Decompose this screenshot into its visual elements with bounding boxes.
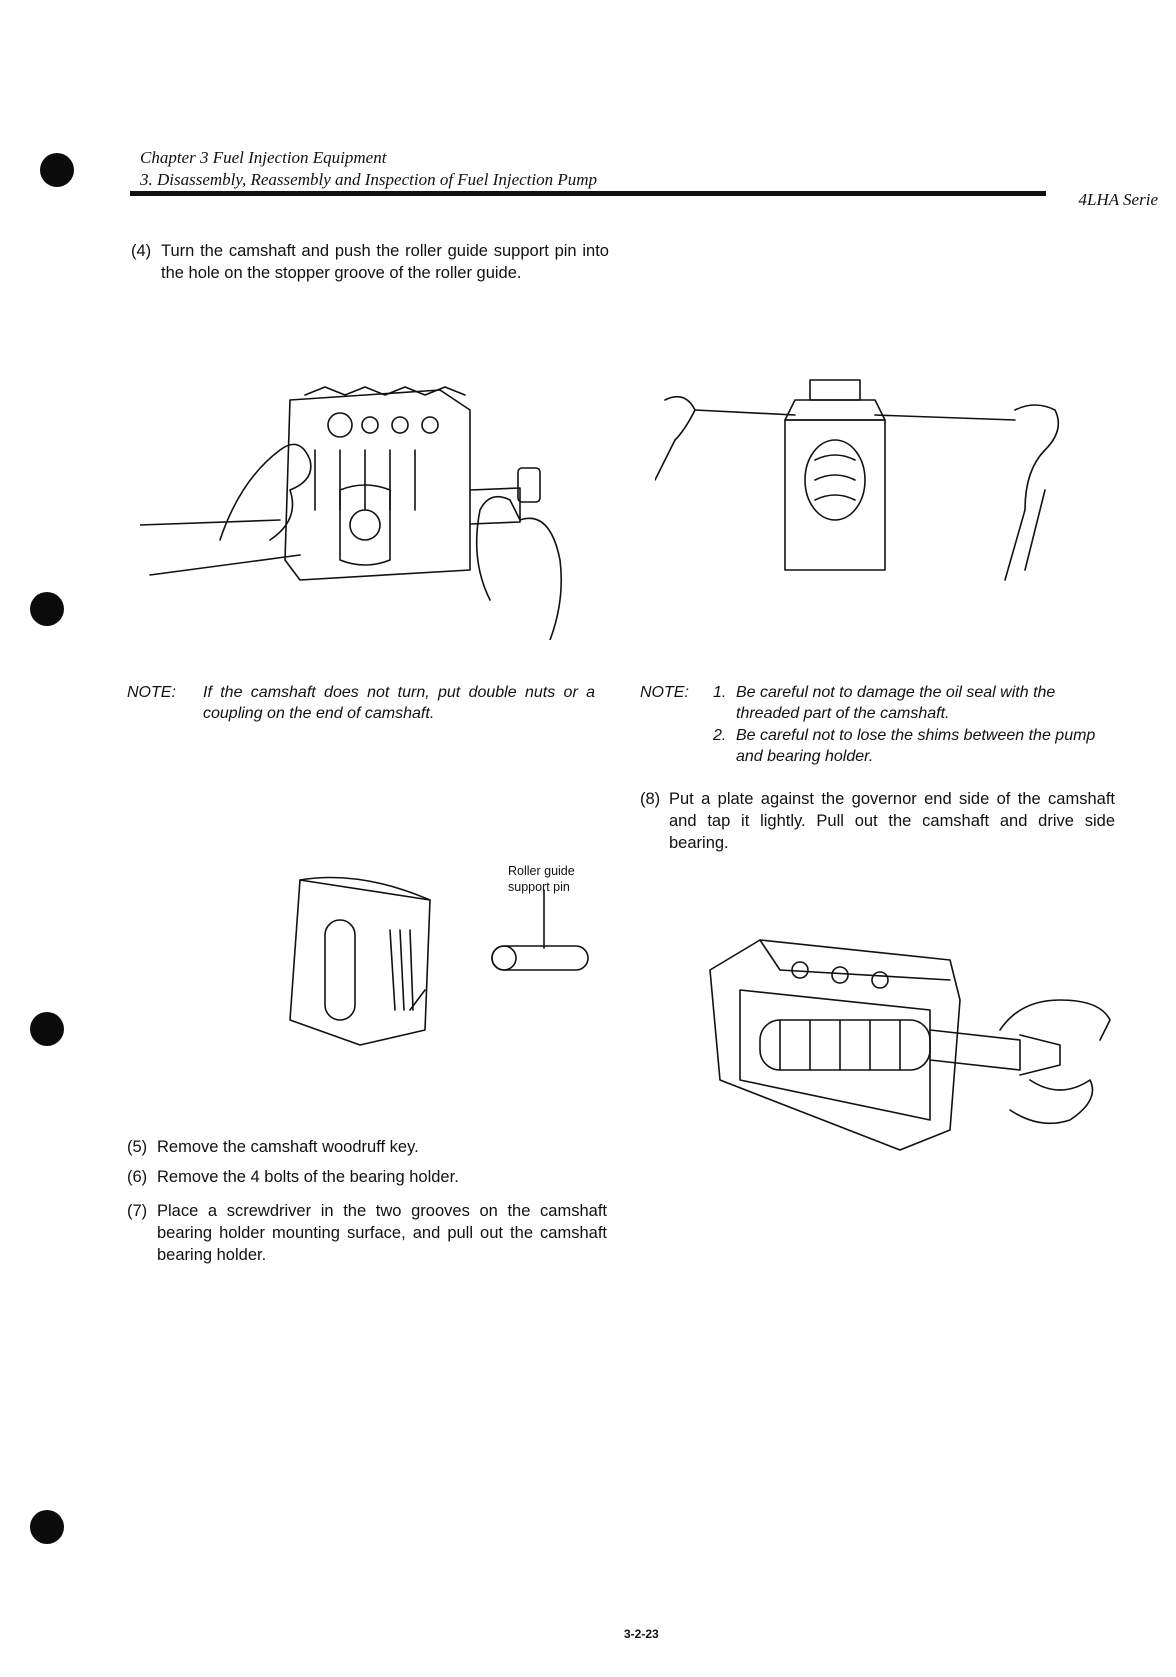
step-4-text: Turn the camshaft and push the roller gu… xyxy=(161,242,609,282)
note-right-item-1-text: Be careful not to damage the oil seal wi… xyxy=(736,684,1056,722)
section-title: 3. Disassembly, Reassembly and Inspectio… xyxy=(140,170,598,189)
step-5-text: Remove the camshaft woodruff key. xyxy=(157,1138,419,1156)
binder-hole-4 xyxy=(30,1510,64,1544)
binder-hole-1 xyxy=(40,153,74,187)
callout-roller-guide-support-pin: Roller guide support pin xyxy=(508,863,598,895)
note-right-item-2-num: 2. xyxy=(713,727,727,744)
binder-hole-2 xyxy=(30,592,64,626)
page-number: 3-2-23 xyxy=(624,1627,659,1641)
step-4: (4) Turn the camshaft and push the rolle… xyxy=(131,240,609,310)
header-rule xyxy=(130,191,1046,196)
series-label: 4LHA Serie xyxy=(1078,190,1159,209)
step-7-text: Place a screwdriver in the two grooves o… xyxy=(157,1202,607,1264)
figure-pull-camshaft xyxy=(709,939,1111,1151)
note-right-label: NOTE: xyxy=(640,684,689,701)
note-left-text: If the camshaft does not turn, put doubl… xyxy=(203,684,595,722)
figure-turn-camshaft xyxy=(140,386,562,640)
figure-screwdriver-bearing-holder xyxy=(655,379,1060,581)
step-6-number: (6) xyxy=(127,1168,148,1186)
chapter-title: Chapter 3 Fuel Injection Equipment xyxy=(140,148,387,167)
note-right-item-1-num: 1. xyxy=(713,684,727,701)
note-left: NOTE: If the camshaft does not turn, put… xyxy=(127,682,610,728)
binder-hole-3 xyxy=(30,1012,64,1046)
step-6-text: Remove the 4 bolts of the bearing holder… xyxy=(157,1168,459,1186)
callout-line-1: Roller guide xyxy=(508,864,575,878)
callout-line-2: support pin xyxy=(508,880,570,894)
note-left-label: NOTE: xyxy=(127,684,176,701)
step-4-number: (4) xyxy=(131,242,152,260)
note-right: NOTE: 1. Be careful not to damage the oi… xyxy=(640,682,1116,772)
step-5: (5) Remove the camshaft woodruff key. xyxy=(127,1136,607,1158)
step-7: (7) Place a screwdriver in the two groov… xyxy=(127,1200,607,1270)
figure-roller-guide-and-pin xyxy=(289,876,589,1046)
note-right-item-2-text: Be careful not to lose the shims between… xyxy=(736,727,1096,765)
step-7-number: (7) xyxy=(127,1202,148,1220)
step-5-number: (5) xyxy=(127,1138,148,1156)
step-6: (6) Remove the 4 bolts of the bearing ho… xyxy=(127,1166,607,1188)
step-8: (8) Put a plate against the governor end… xyxy=(640,788,1116,858)
step-8-text: Put a plate against the governor end sid… xyxy=(669,790,1115,852)
step-8-number: (8) xyxy=(640,790,661,808)
